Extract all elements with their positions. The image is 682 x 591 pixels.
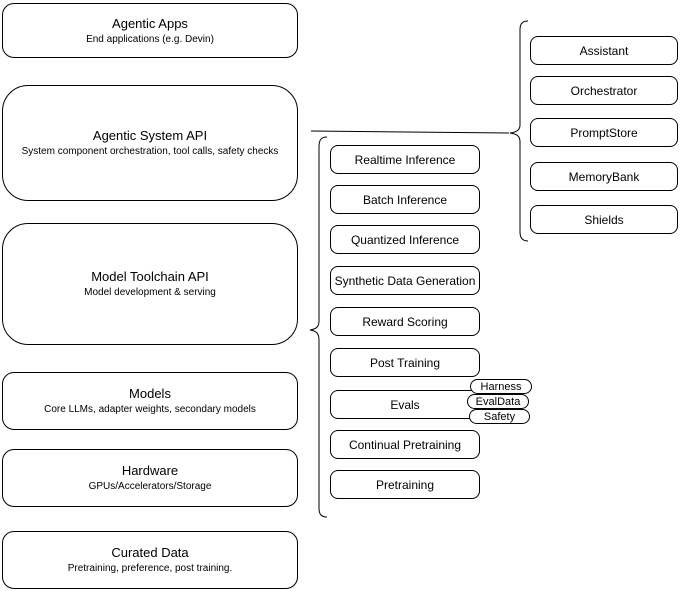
node-label: Synthetic Data Generation: [334, 273, 476, 288]
system-api-to-components-connector: [310, 130, 510, 134]
node-continual-pretraining: Continual Pretraining: [330, 430, 480, 459]
node-title: Model Toolchain API: [91, 269, 209, 284]
node-subtitle: System component orchestration, tool cal…: [21, 146, 279, 157]
node-agentic-system-api: Agentic System API System component orch…: [2, 85, 298, 201]
node-label: MemoryBank: [568, 169, 640, 184]
node-label: Reward Scoring: [362, 314, 448, 329]
node-model-toolchain-api: Model Toolchain API Model development & …: [2, 223, 298, 345]
node-label: Quantized Inference: [350, 232, 460, 247]
tag-label: EvalData: [475, 395, 521, 408]
node-label: Realtime Inference: [354, 152, 456, 167]
node-evals: Evals: [330, 390, 480, 419]
node-curated-data: Curated Data Pretraining, preference, po…: [2, 531, 298, 589]
tag-label: Harness: [480, 380, 522, 393]
node-label: Pretraining: [375, 477, 435, 492]
node-orchestrator: Orchestrator: [530, 76, 678, 105]
node-models: Models Core LLMs, adapter weights, secon…: [2, 372, 298, 430]
node-hardware: Hardware GPUs/Accelerators/Storage: [2, 449, 298, 507]
tag-evaldata: EvalData: [467, 394, 529, 409]
components-group-brace: [509, 20, 529, 242]
node-title: Models: [129, 386, 171, 401]
node-subtitle: Core LLMs, adapter weights, secondary mo…: [44, 404, 256, 415]
node-subtitle: GPUs/Accelerators/Storage: [88, 481, 212, 492]
node-label: Shields: [584, 212, 624, 227]
node-assistant: Assistant: [530, 36, 678, 65]
node-synthetic-data-generation: Synthetic Data Generation: [330, 266, 480, 295]
node-title: Agentic Apps: [112, 15, 188, 31]
node-shields: Shields: [530, 205, 678, 234]
node-memorybank: MemoryBank: [530, 162, 678, 191]
node-quantized-inference: Quantized Inference: [330, 225, 480, 254]
node-label: Batch Inference: [362, 192, 448, 207]
node-label: Post Training: [369, 355, 441, 370]
node-promptstore: PromptStore: [530, 118, 678, 147]
node-title: Hardware: [121, 463, 179, 478]
node-batch-inference: Batch Inference: [330, 185, 480, 214]
node-agentic-apps: Agentic Apps End applications (e.g. Devi…: [2, 3, 298, 58]
node-realtime-inference: Realtime Inference: [330, 145, 480, 174]
node-label: Orchestrator: [570, 83, 638, 98]
toolchain-group-brace: [309, 136, 328, 518]
node-label: Continual Pretraining: [348, 437, 462, 452]
node-post-training: Post Training: [330, 348, 480, 377]
node-subtitle: Pretraining, preference, post training.: [67, 563, 233, 574]
tag-label: Safety: [483, 410, 516, 423]
node-subtitle: End applications (e.g. Devin): [86, 33, 214, 45]
node-reward-scoring: Reward Scoring: [330, 307, 480, 336]
tag-harness: Harness: [470, 379, 532, 394]
node-label: PromptStore: [570, 125, 638, 140]
node-title: Agentic System API: [92, 128, 208, 143]
tag-safety: Safety: [469, 409, 530, 424]
node-label: Evals: [390, 397, 420, 412]
node-subtitle: Model development & serving: [84, 287, 216, 298]
node-title: Curated Data: [111, 545, 189, 560]
node-label: Assistant: [579, 43, 629, 58]
node-pretraining: Pretraining: [330, 470, 480, 499]
